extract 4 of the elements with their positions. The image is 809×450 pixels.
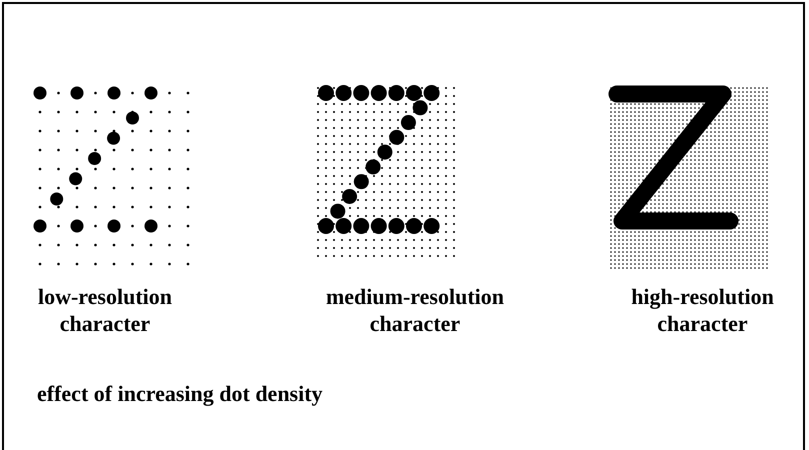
figure-label: low-resolution character	[36, 283, 174, 337]
caption: effect of increasing dot density	[37, 381, 323, 407]
figure-label: medium-resolution character	[324, 283, 506, 337]
figure-label: high-resolution character	[630, 283, 775, 337]
